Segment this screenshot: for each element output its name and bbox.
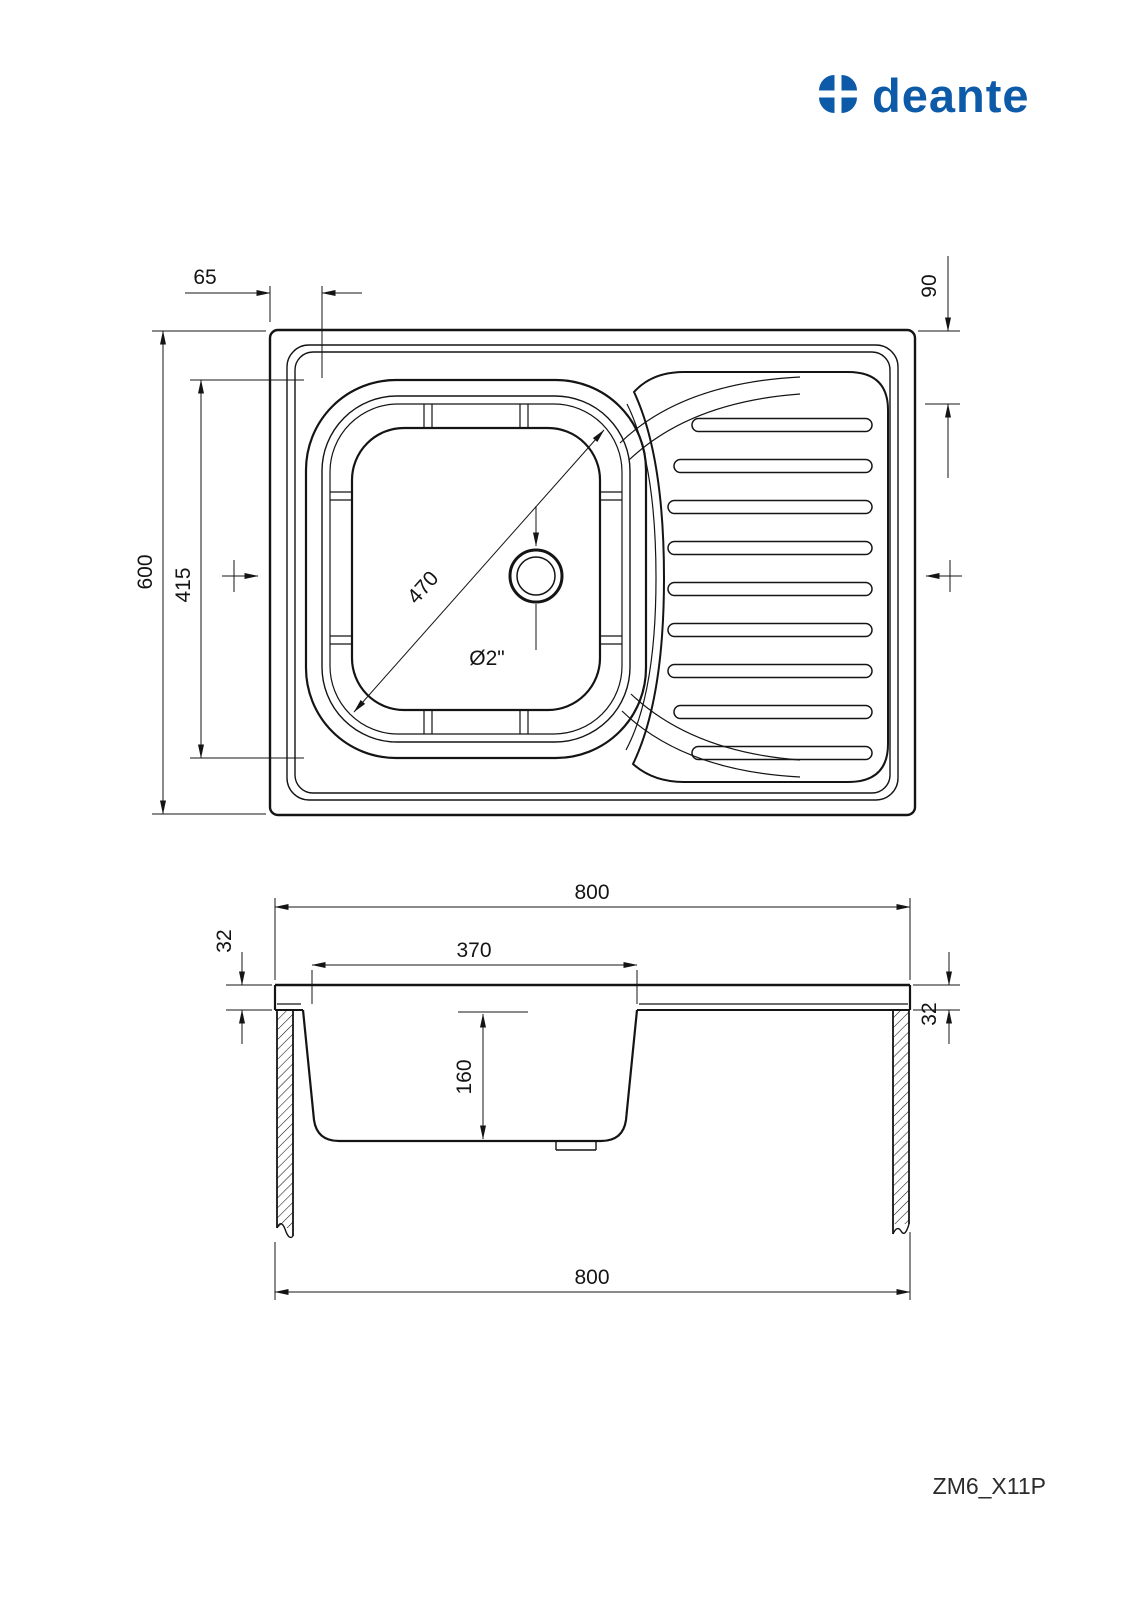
centerline-marks: [222, 560, 962, 592]
drainboard-ribs: [667, 417, 873, 761]
dim-edge-right: 32: [913, 952, 960, 1044]
dim-offset-top-right-label: 90: [918, 274, 941, 297]
brand-wordmark: deante: [872, 69, 1030, 122]
dim-bowl-depth-label: 415: [172, 567, 195, 602]
drainboard: [619, 371, 889, 783]
dim-overall-width-top-label: 800: [574, 881, 609, 904]
dim-offset-top-right: 90: [918, 256, 960, 478]
dim-offset-left-label: 65: [193, 266, 216, 289]
dim-edge-right-label: 32: [918, 1002, 941, 1025]
logo-icon: [819, 75, 857, 113]
dim-overall-depth: 600: [134, 330, 266, 815]
dim-overall-width-bottom-label: 800: [574, 1266, 609, 1289]
dim-overall-depth-label: 600: [134, 554, 157, 589]
sink-bowl: [304, 378, 648, 760]
dim-bowl-depth-section-label: 160: [453, 1059, 476, 1094]
brand-logo: deante: [819, 69, 1030, 122]
dim-bowl-depth-section: 160: [453, 1011, 528, 1140]
dim-offset-left: 65: [185, 266, 362, 378]
side-view: 800 370 32 32 160: [213, 881, 960, 1300]
dim-edge-left-label: 32: [213, 929, 236, 952]
dim-overall-width-bottom: 800: [274, 1232, 911, 1300]
right-leg: [892, 1010, 910, 1235]
dim-edge-left: 32: [213, 929, 272, 1044]
dim-bowl-diagonal-label: 470: [403, 567, 443, 608]
dim-bowl-width: 370: [311, 939, 638, 1004]
bowl-section: [301, 1009, 639, 1151]
drain-diameter-label: Ø2": [469, 647, 504, 670]
dim-overall-width-top: 800: [274, 881, 911, 980]
left-leg: [276, 1010, 294, 1239]
dim-bowl-depth: 415: [172, 379, 304, 759]
top-view: 65 90 600 415 470 Ø2: [134, 256, 962, 817]
model-code: ZM6_X11P: [933, 1473, 1046, 1499]
dim-bowl-width-label: 370: [456, 939, 491, 962]
